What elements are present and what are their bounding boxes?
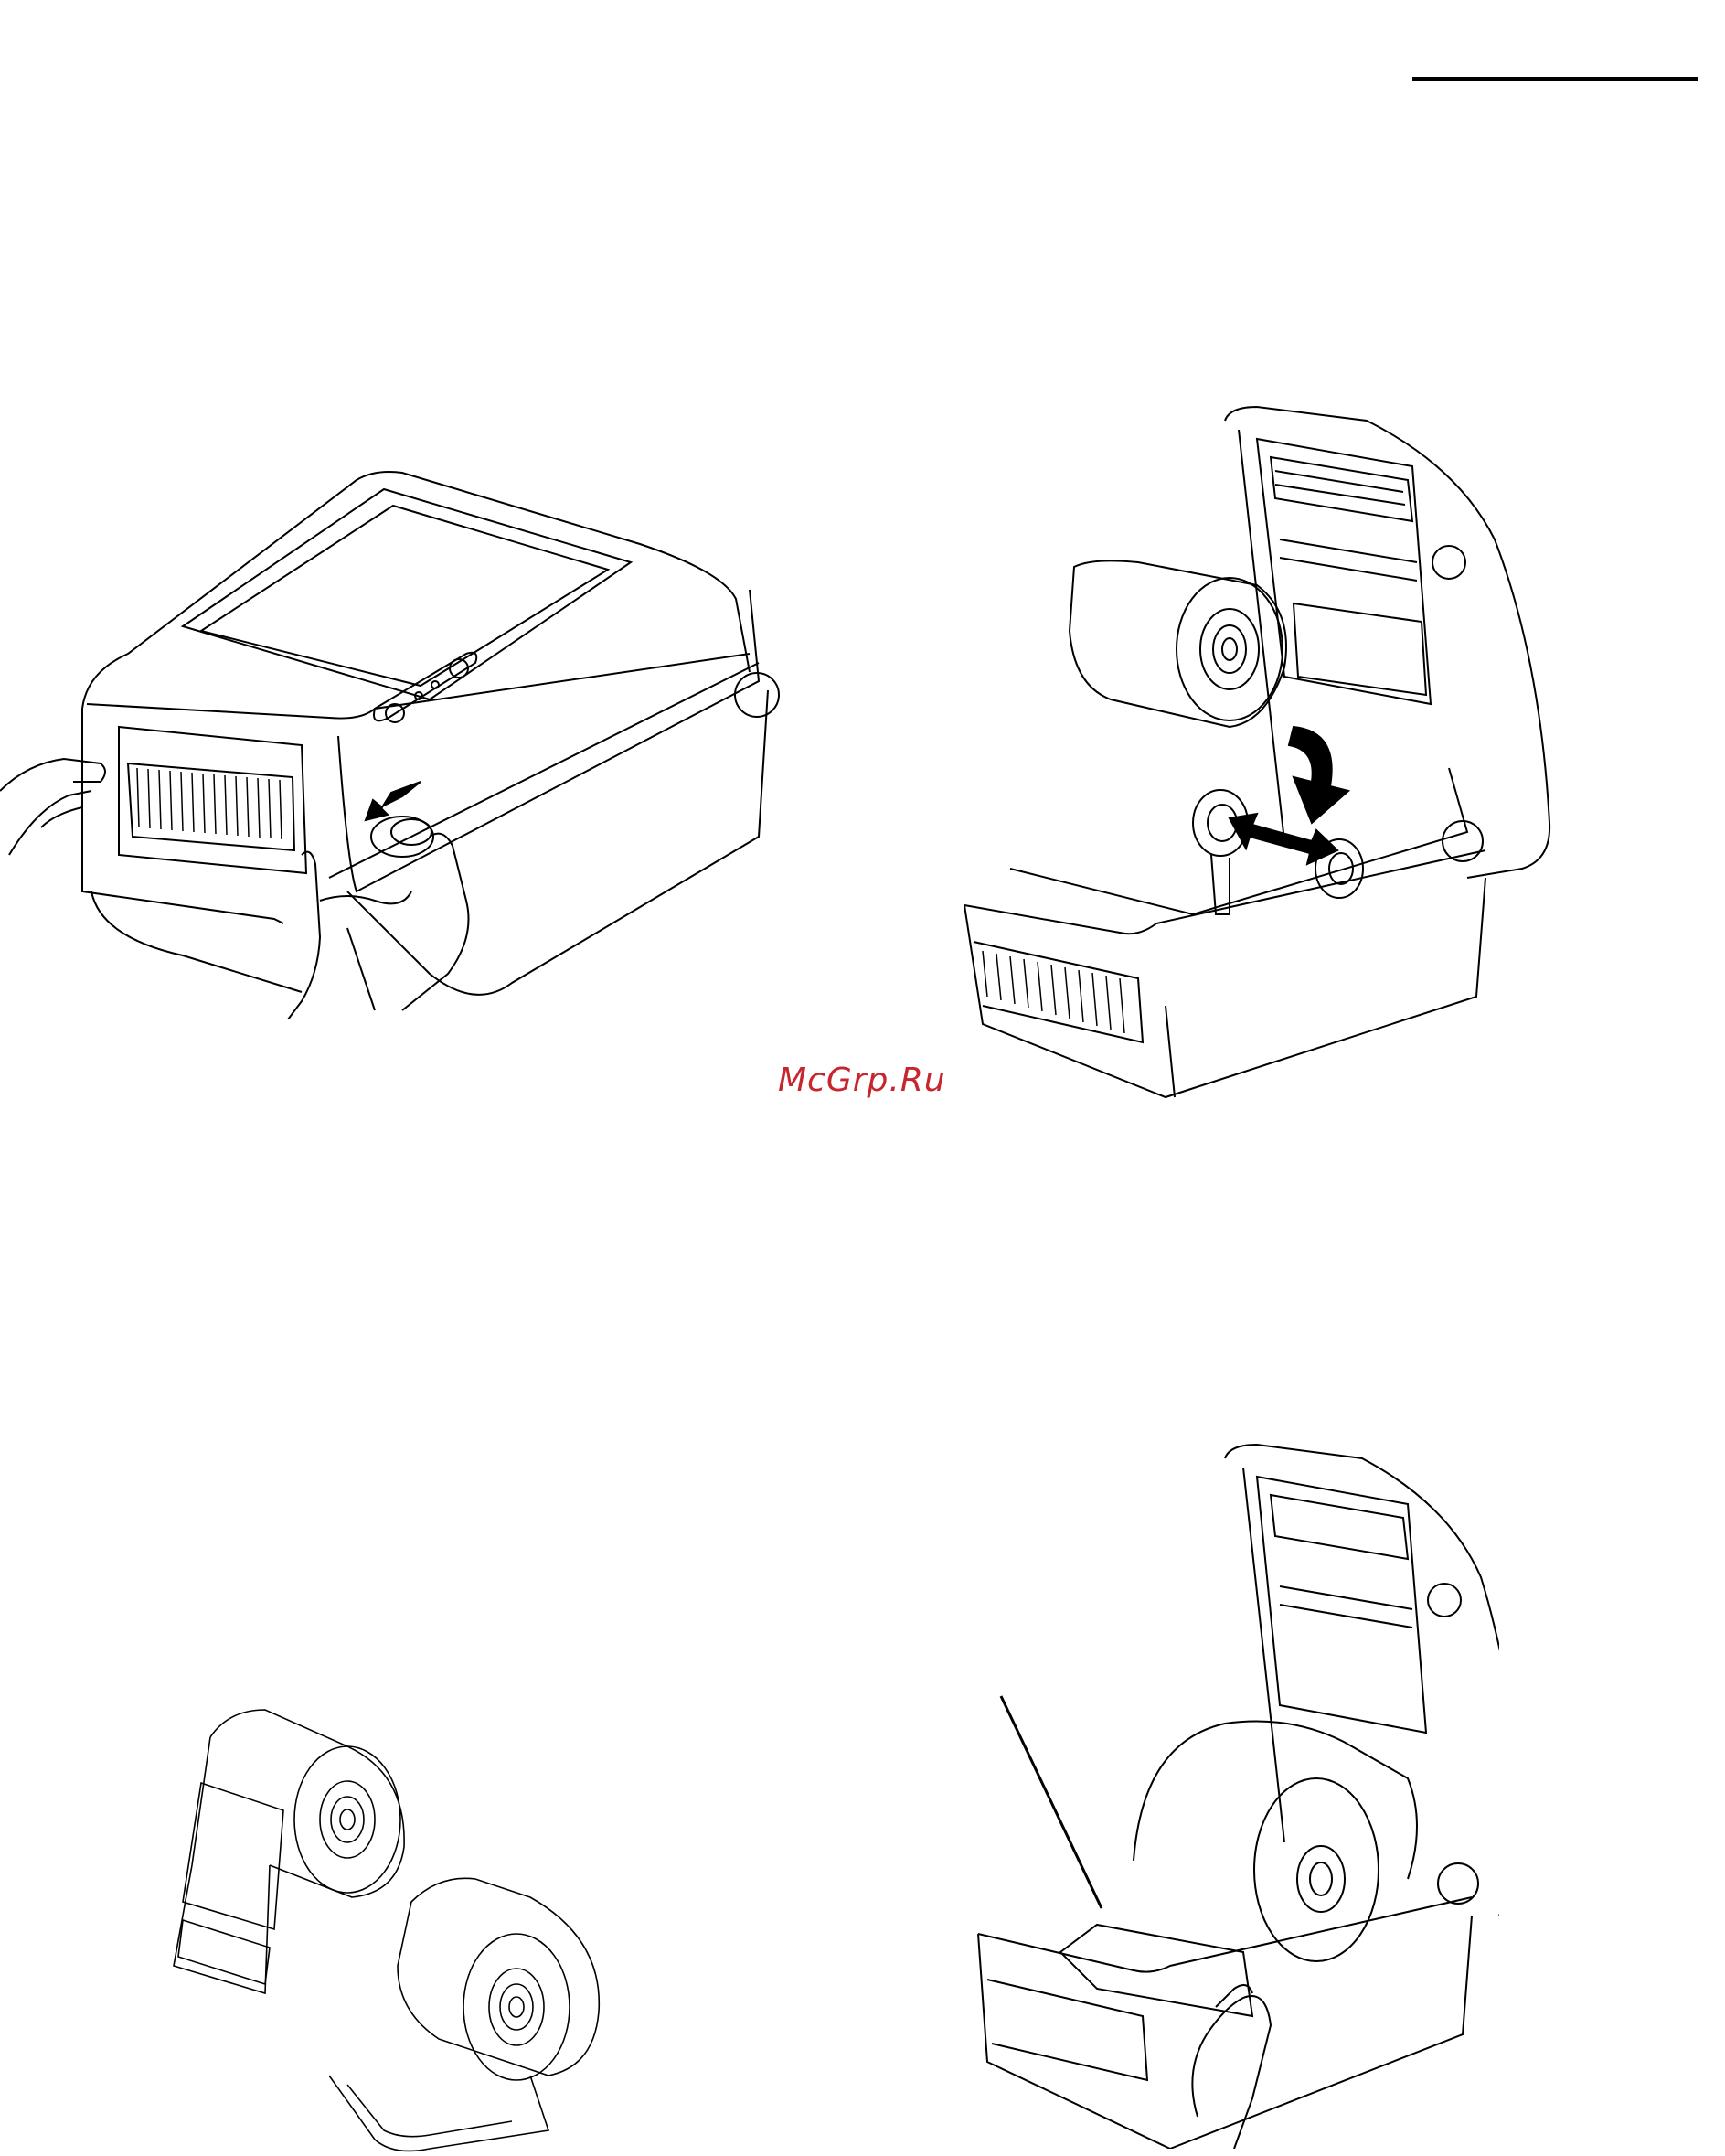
paper-roll-icon bbox=[1060, 1722, 1417, 2017]
hand-left-icon bbox=[0, 759, 105, 855]
left-arrow-icon bbox=[366, 782, 421, 820]
label-roll-icon bbox=[1070, 560, 1286, 727]
label-roll-small-icon bbox=[174, 1710, 404, 1993]
label-roll-types-illustration bbox=[165, 1701, 622, 2156]
base-body bbox=[978, 1863, 1478, 2149]
down-arrow-icon bbox=[1289, 727, 1348, 823]
double-arrow-icon bbox=[1230, 814, 1337, 864]
printer-body bbox=[82, 472, 779, 995]
hand-right-icon bbox=[288, 834, 469, 1019]
header-rule bbox=[1412, 77, 1698, 81]
watermark: McGrp.Ru bbox=[778, 1061, 956, 1101]
open-cover bbox=[1225, 407, 1549, 878]
open-cover bbox=[1225, 1445, 1499, 1916]
base-body bbox=[964, 768, 1485, 1097]
label-roll-large-icon bbox=[329, 1878, 599, 2151]
paper-guide-adjust-illustration bbox=[951, 1440, 1499, 2149]
roll-holder-install-illustration bbox=[955, 402, 1559, 1106]
pointer-line bbox=[1001, 1696, 1102, 1908]
printer-cover-release-illustration bbox=[0, 462, 786, 1019]
roll-holder-left bbox=[1193, 790, 1248, 914]
cover-open-button bbox=[371, 817, 433, 857]
